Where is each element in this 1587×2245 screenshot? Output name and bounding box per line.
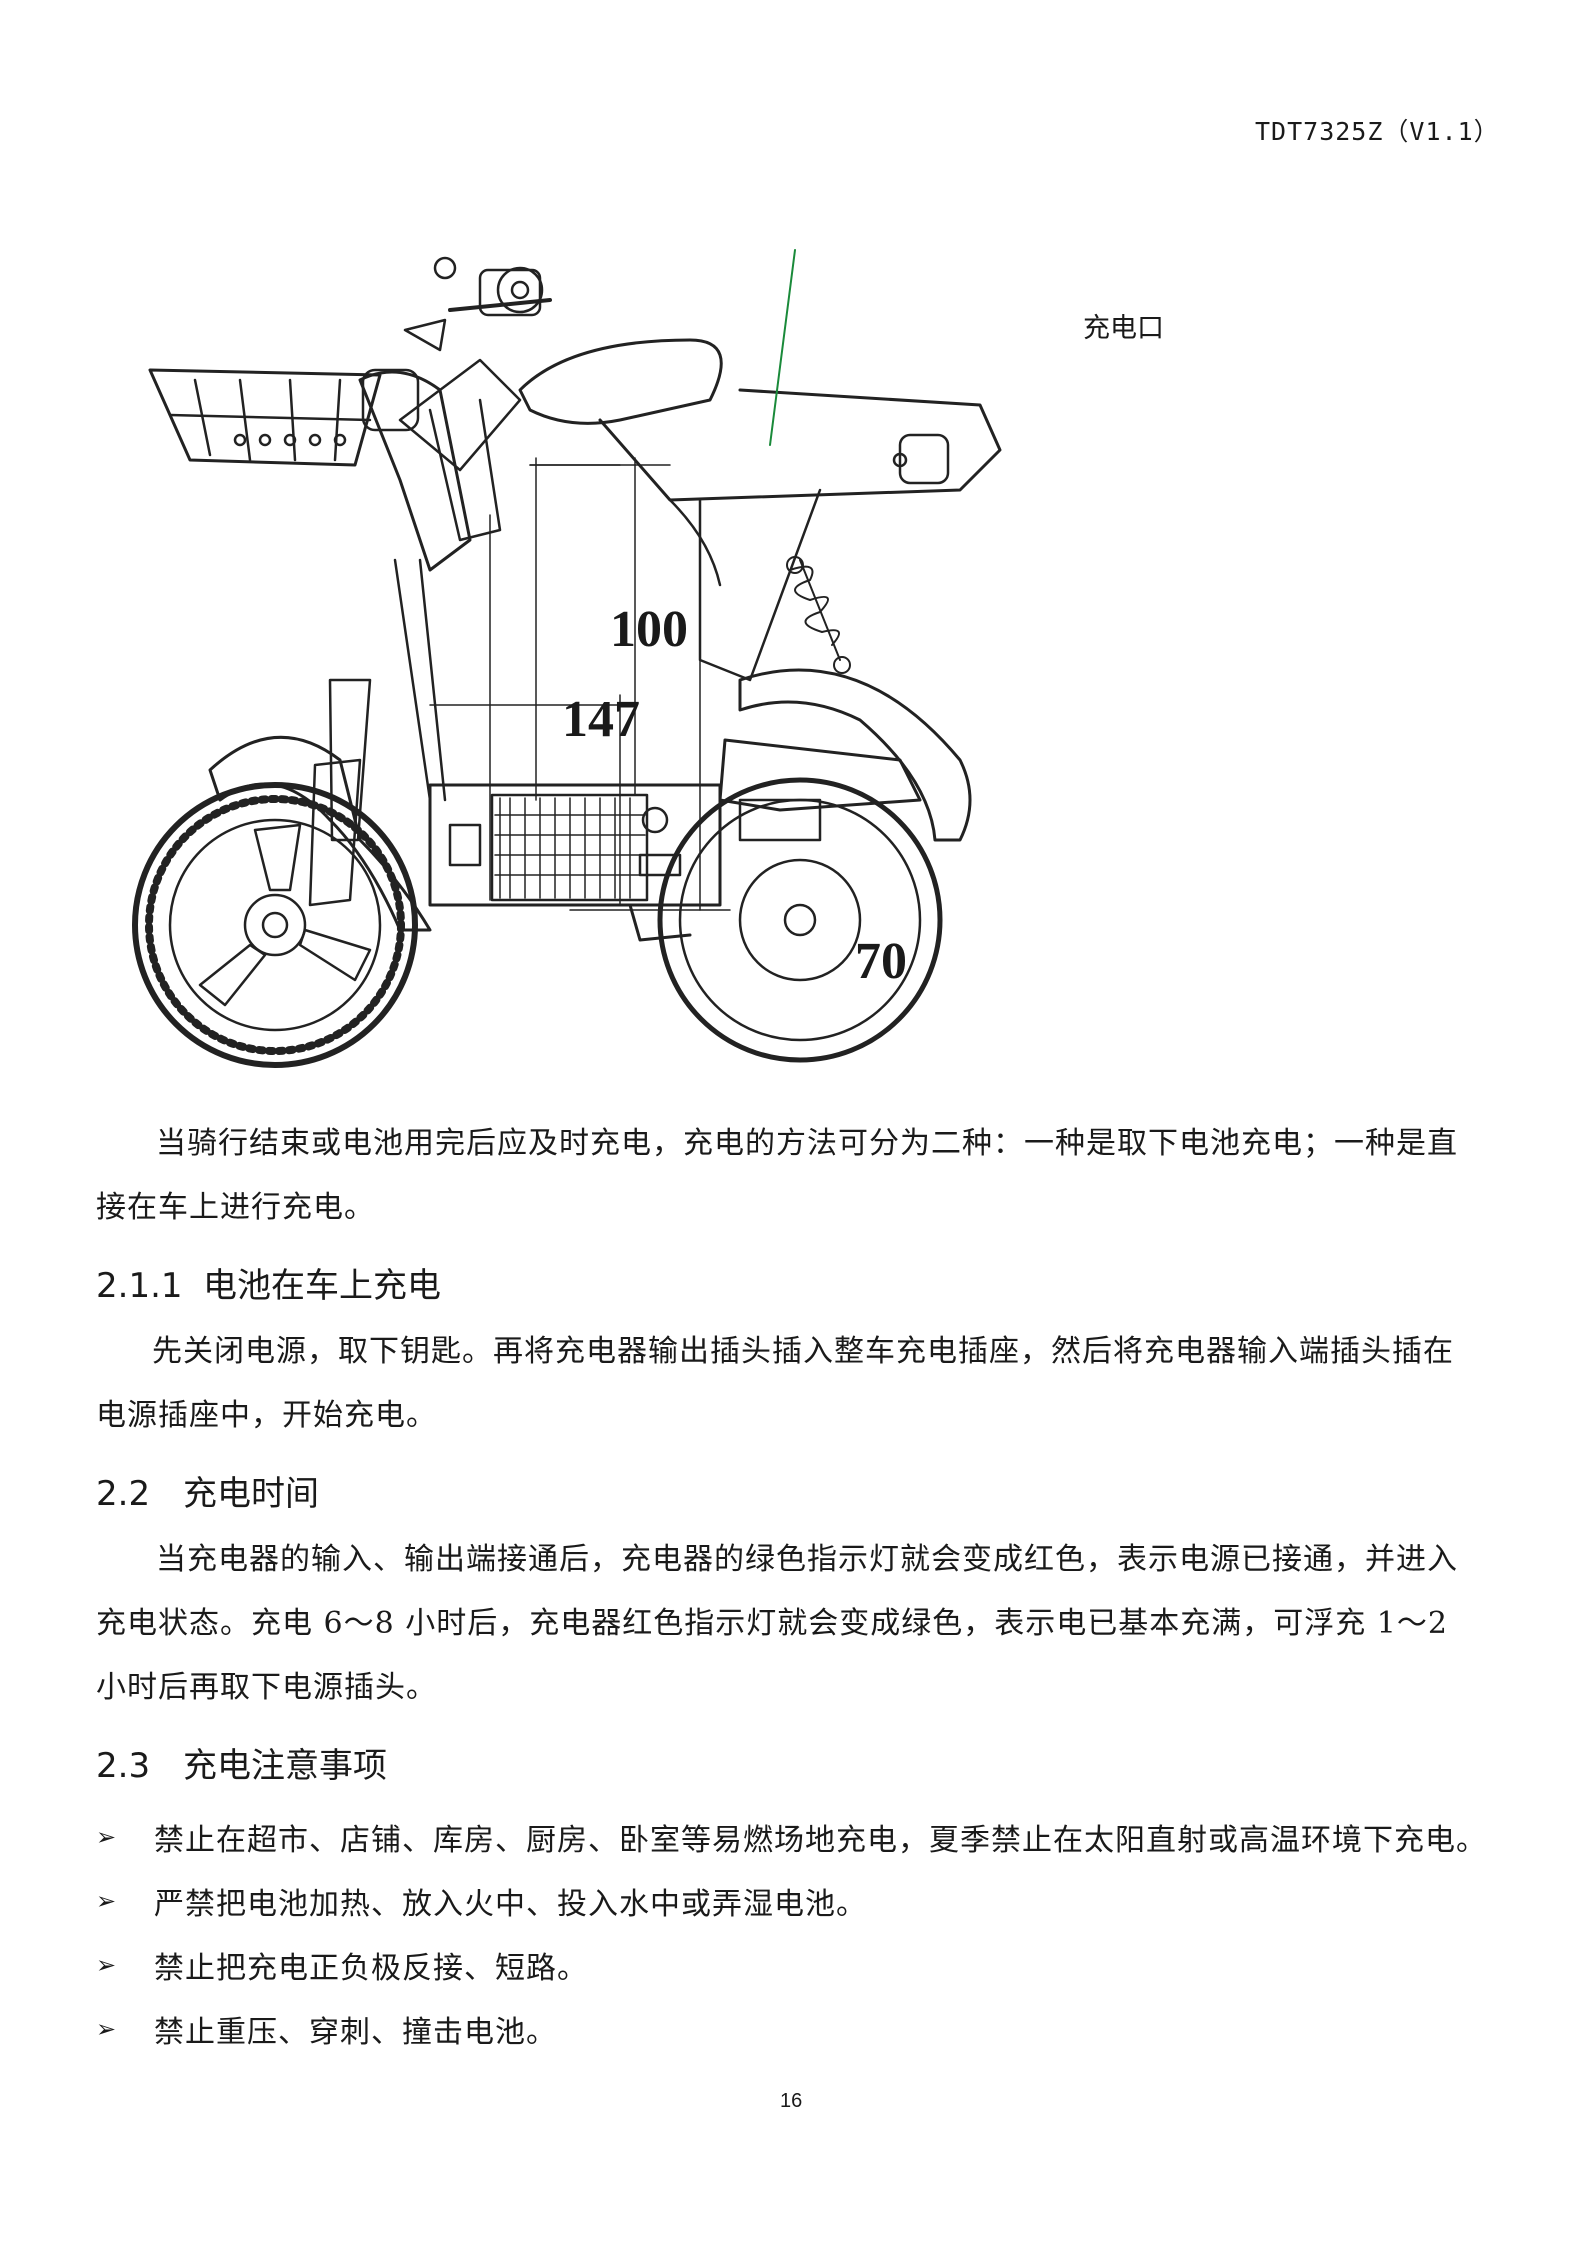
- section-2-1-1-paragraph: 先关闭电源，取下钥匙。再将充电器输出插头插入整车充电插座，然后将充电器输入端插头…: [96, 1320, 1491, 1448]
- intro-paragraph: 当骑行结束或电池用完后应及时充电，充电的方法可分为二种：一种是取下电池充电；一种…: [96, 1112, 1491, 1240]
- paragraph-line-3: 小时后再取下电源插头。: [96, 1670, 437, 1705]
- section-2-2-paragraph: 当充电器的输入、输出端接通后，充电器的绿色指示灯就会变成红色，表示电源已接通，并…: [96, 1528, 1491, 1720]
- intro-line-1: 当骑行结束或电池用完后应及时充电，充电的方法可分为二种：一种是取下电池充电；一种…: [156, 1126, 1458, 1161]
- list-item: ➢ 禁止重压、穿刺、撞击电池。: [96, 1997, 1516, 2061]
- list-item-text: 禁止把充电正负极反接、短路。: [154, 1951, 588, 1986]
- dimension-100: 100: [610, 601, 688, 658]
- scooter-diagram: [100, 240, 1260, 1070]
- paragraph-line-1: 当充电器的输入、输出端接通后，充电器的绿色指示灯就会变成红色，表示电源已接通，并…: [156, 1542, 1458, 1577]
- section-heading-2-2: 2.2 充电时间: [96, 1466, 319, 1515]
- bullet-arrow-icon: ➢: [96, 1951, 118, 1979]
- section-title: 电池在车上充电: [203, 1266, 441, 1306]
- document-code: TDT7325Z（V1.1）: [1255, 117, 1500, 146]
- bullet-arrow-icon: ➢: [96, 1823, 118, 1851]
- page-number: 16: [780, 2090, 803, 2112]
- list-item-text: 禁止在超市、店铺、库房、厨房、卧室等易燃场地充电，夏季禁止在太阳直射或高温环境下…: [154, 1823, 1487, 1858]
- charging-port-leader: [769, 249, 796, 446]
- section-number: 2.1.1: [96, 1266, 183, 1306]
- battery-box: [428, 783, 722, 907]
- bullet-arrow-icon: ➢: [96, 1887, 118, 1915]
- section-title: 充电注意事项: [183, 1746, 387, 1786]
- paragraph-line-2: 充电状态。充电 6～8 小时后，充电器红色指示灯就会变成绿色，表示电已基本充满，…: [96, 1606, 1448, 1641]
- list-item-text: 禁止重压、穿刺、撞击电池。: [154, 2015, 557, 2050]
- section-number: 2.3: [96, 1746, 151, 1786]
- section-number: 2.2: [96, 1474, 151, 1514]
- front-wheel: [132, 782, 418, 1068]
- paragraph-line-2: 电源插座中，开始充电。: [96, 1398, 437, 1433]
- list-item: ➢ 严禁把电池加热、放入火中、投入水中或弄湿电池。: [96, 1869, 1516, 1933]
- list-item-text: 严禁把电池加热、放入火中、投入水中或弄湿电池。: [154, 1887, 867, 1922]
- paragraph-line-1: 先关闭电源，取下钥匙。再将充电器输出插头插入整车充电插座，然后将充电器输入端插头…: [152, 1334, 1454, 1369]
- section-title: 充电时间: [183, 1474, 319, 1514]
- precautions-list: ➢ 禁止在超市、店铺、库房、厨房、卧室等易燃场地充电，夏季禁止在太阳直射或高温环…: [96, 1805, 1516, 2061]
- charging-port-label: 充电口: [1083, 313, 1164, 344]
- rear-wheel: [657, 738, 943, 1063]
- list-item: ➢ 禁止把充电正负极反接、短路。: [96, 1933, 1516, 1997]
- dimension-70: 70: [855, 933, 907, 990]
- seat-and-rear-body: [518, 338, 1002, 682]
- dimension-147: 147: [562, 691, 640, 748]
- intro-line-2: 接在车上进行充电。: [96, 1190, 375, 1225]
- section-heading-2-3: 2.3 充电注意事项: [96, 1738, 387, 1787]
- front-basket: [148, 368, 382, 467]
- section-heading-2-1-1: 2.1.1 电池在车上充电: [96, 1258, 441, 1307]
- list-item: ➢ 禁止在超市、店铺、库房、厨房、卧室等易燃场地充电，夏季禁止在太阳直射或高温环…: [96, 1805, 1516, 1869]
- bullet-arrow-icon: ➢: [96, 2015, 118, 2043]
